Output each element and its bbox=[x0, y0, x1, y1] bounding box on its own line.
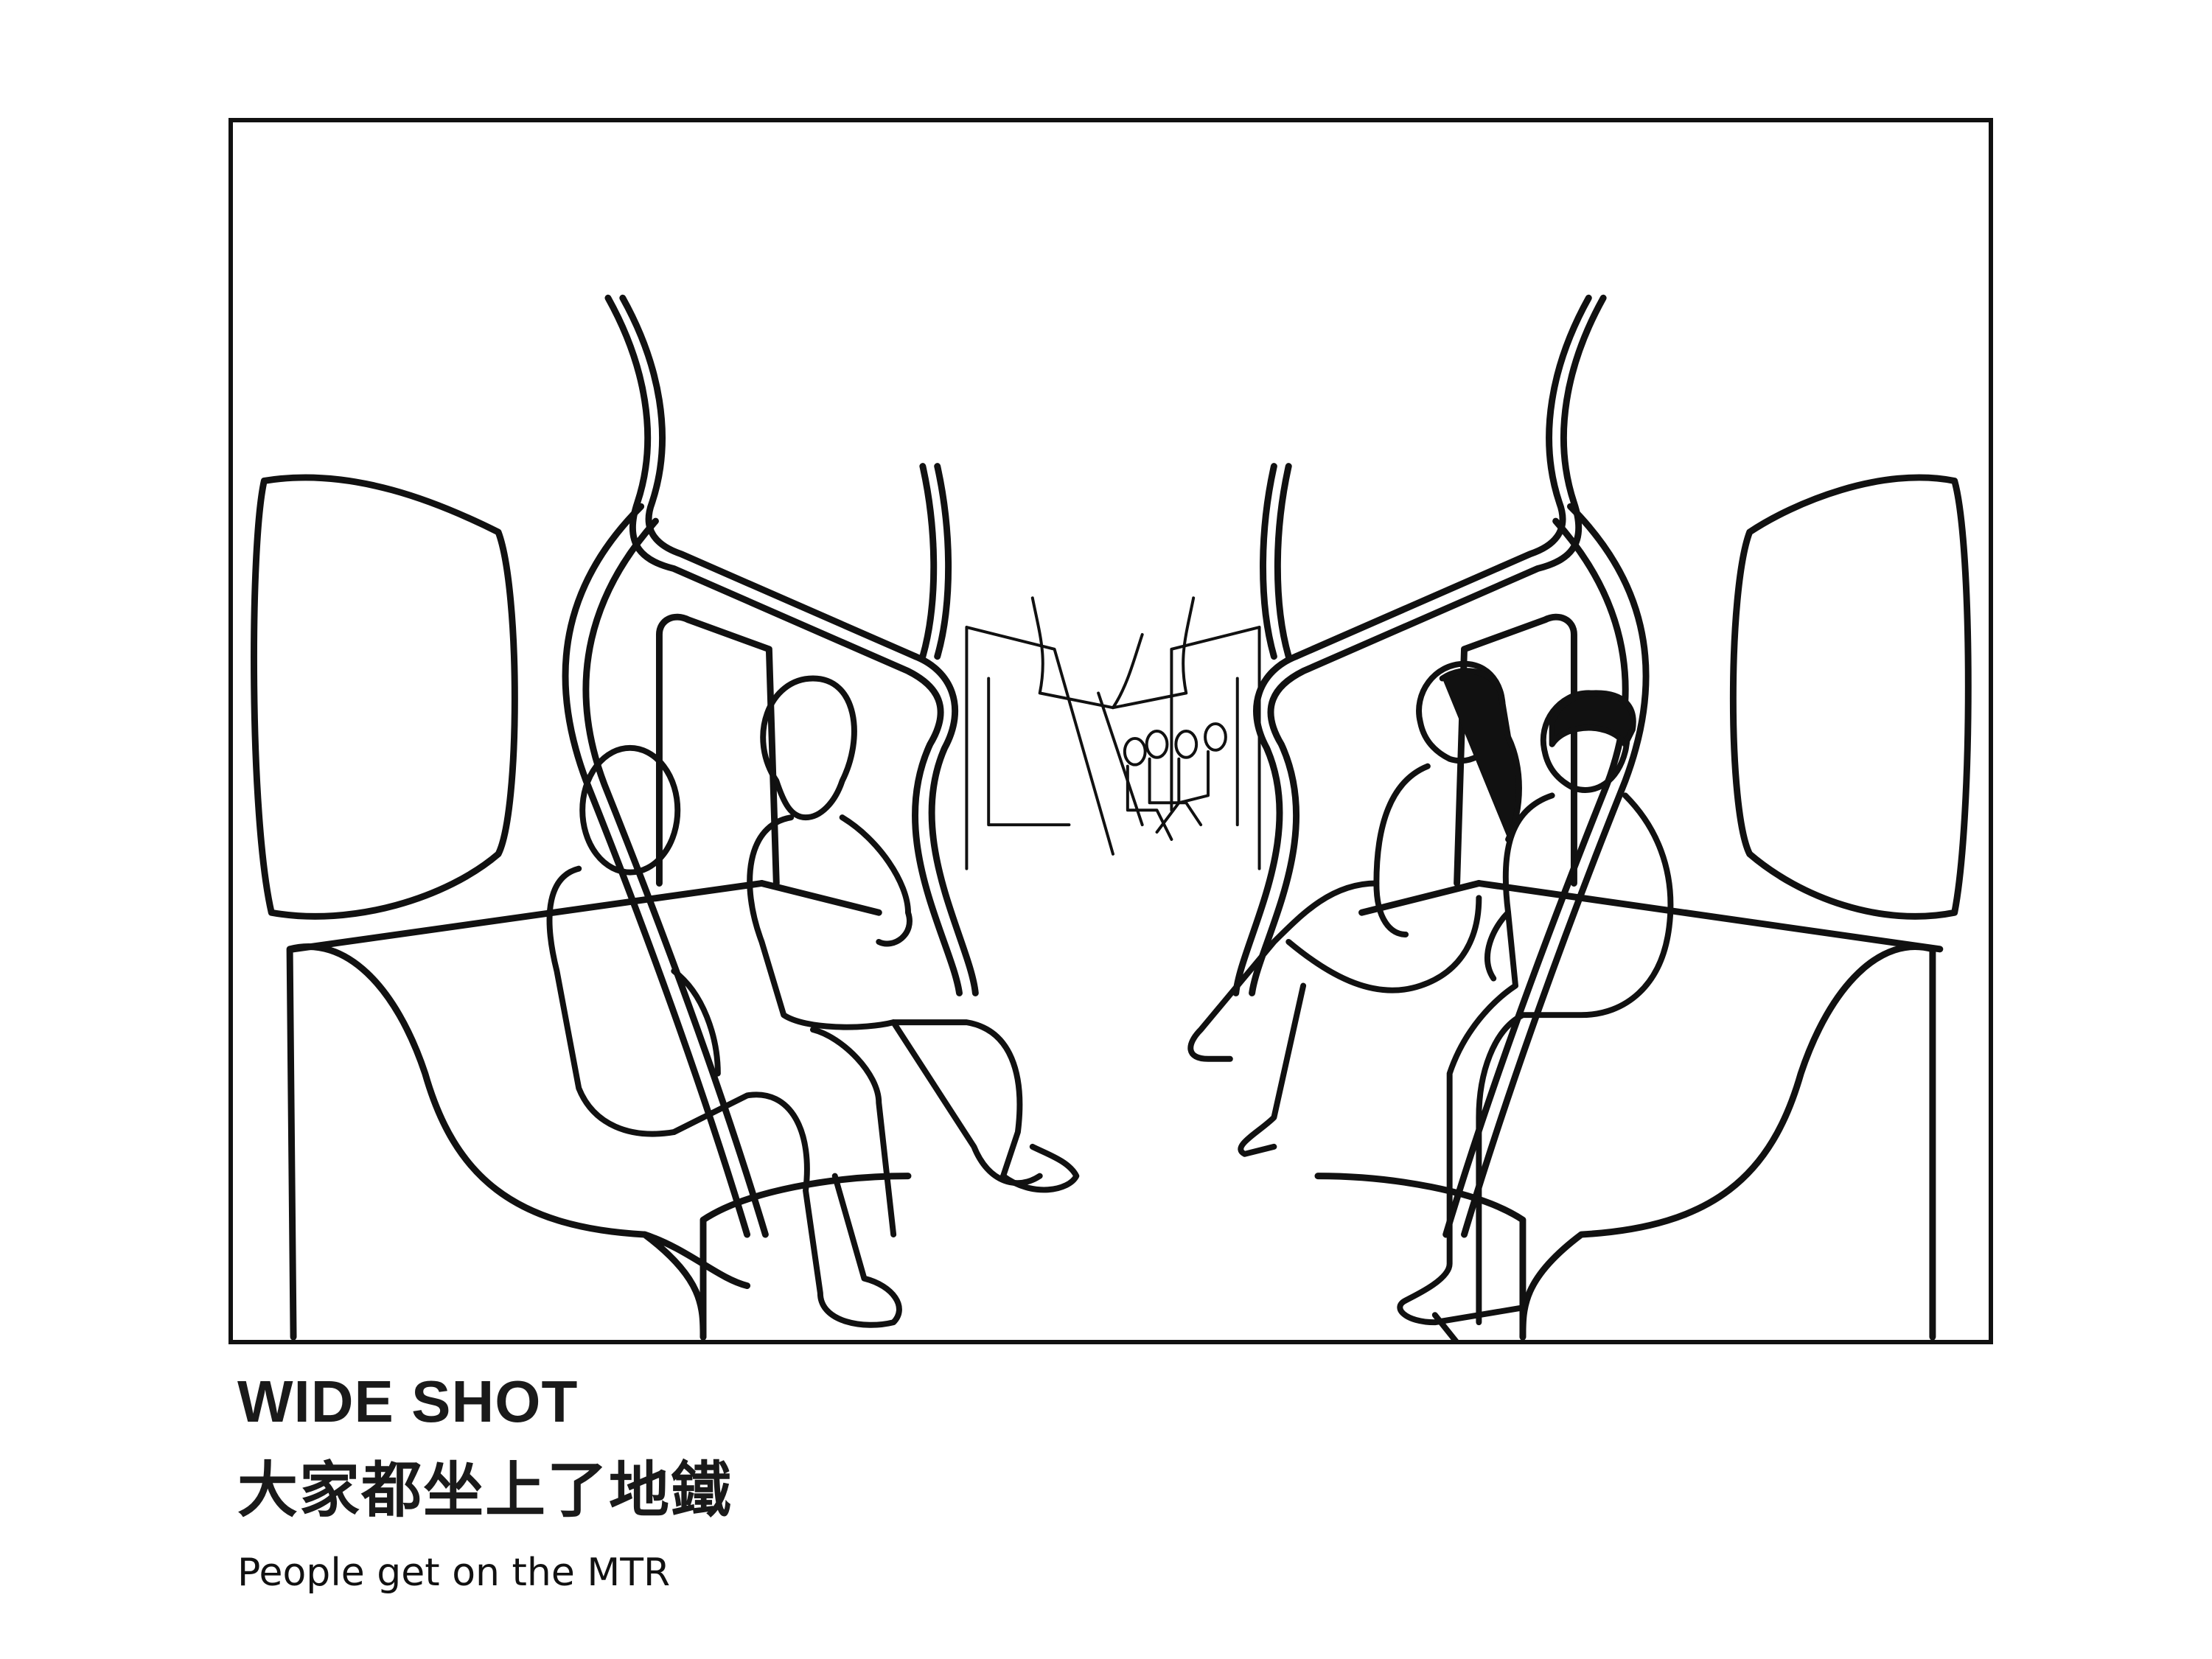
scene-subtitle-english: People get on the MTR bbox=[237, 1551, 671, 1595]
left-door-window bbox=[655, 613, 780, 887]
distant-carriage-right bbox=[1111, 596, 1261, 870]
left-window bbox=[251, 474, 518, 920]
distant-carriage-left bbox=[965, 596, 1203, 870]
left-grab-pole bbox=[604, 294, 963, 996]
right-door-window bbox=[1454, 613, 1577, 887]
left-passenger-1 bbox=[546, 744, 902, 1328]
right-grab-pole bbox=[1249, 294, 1607, 996]
scene-title-chinese: 大家都坐上了地鐵 bbox=[237, 1456, 733, 1526]
right-seat-partition bbox=[1519, 943, 1936, 1340]
right-window bbox=[1729, 474, 1972, 920]
storyboard-panel bbox=[228, 118, 1993, 1344]
shot-type-label: WIDE SHOT bbox=[237, 1369, 579, 1434]
mtr-carriage-illustration bbox=[251, 294, 1972, 1340]
right-passenger-man bbox=[1397, 690, 1674, 1340]
caption-block: WIDE SHOT 大家都坐上了地鐵 People get on the MTR bbox=[237, 1369, 733, 1595]
left-seat-partition bbox=[286, 943, 751, 1340]
right-passenger-woman bbox=[1187, 660, 1522, 1157]
left-passenger-2 bbox=[747, 675, 1080, 1238]
